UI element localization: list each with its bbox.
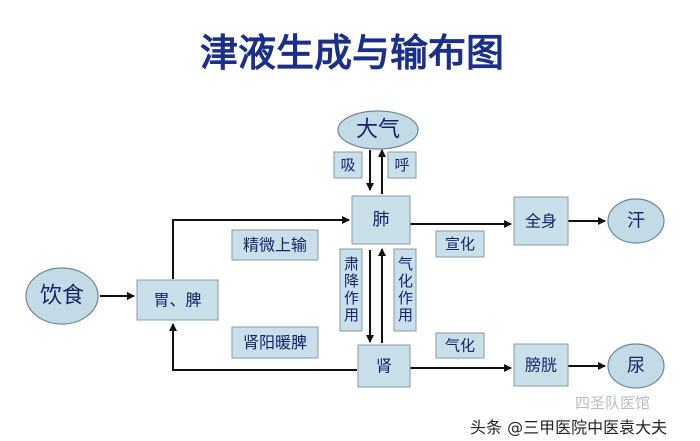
node-shape <box>435 332 485 359</box>
node-label: 胃、脾 <box>153 291 201 310</box>
node-qihua: 气化 <box>435 332 485 359</box>
watermark-faint: 四圣队医馆 <box>575 394 650 412</box>
node-shape <box>337 110 419 150</box>
node-shape <box>393 248 417 332</box>
node-shape <box>607 343 665 389</box>
node-label: 气化 <box>445 337 475 355</box>
watermark: 头条 @三甲医院中医袁大夫 <box>470 418 667 437</box>
node-label: 呼 <box>394 156 409 174</box>
node-xuanhua: 宣化 <box>435 230 485 258</box>
node-hu: 呼 <box>387 151 417 179</box>
flow-arrow <box>172 216 350 279</box>
node-han: 汗 <box>607 198 665 244</box>
node-shape <box>231 326 319 359</box>
flow-arrow <box>169 323 357 371</box>
node-xi: 吸 <box>333 151 363 179</box>
node-shenyang: 肾阳暖脾 <box>231 326 319 359</box>
node-fei: 肺 <box>351 195 411 245</box>
node-shape <box>231 229 319 261</box>
node-quanshen: 全身 <box>513 196 569 246</box>
node-qihua-v-label: 气化作用 <box>396 256 414 324</box>
node-label: 肺 <box>373 210 390 230</box>
node-shape <box>513 343 569 387</box>
node-shape <box>435 230 485 258</box>
node-label: 饮食 <box>40 284 84 309</box>
node-label: 全身 <box>525 212 557 231</box>
node-shape <box>339 248 363 332</box>
node-shape <box>357 344 411 388</box>
node-label: 汗 <box>627 211 645 232</box>
node-label: 膀胱 <box>525 356 557 375</box>
node-label: 大气 <box>356 118 400 143</box>
node-daqi: 大气 <box>337 110 419 150</box>
node-label: 吸 <box>340 156 355 174</box>
node-shape <box>25 267 99 325</box>
node-label: 肾 <box>376 357 392 376</box>
node-label: 尿 <box>627 356 645 377</box>
node-sujiang <box>339 248 363 332</box>
diagram-title: 津液生成与输布图 <box>200 30 504 75</box>
node-shape <box>136 279 219 321</box>
node-shape <box>351 195 411 245</box>
node-shape <box>607 198 665 244</box>
node-label: 精微上输 <box>243 236 307 255</box>
node-label: 宣化 <box>445 235 475 253</box>
node-niao: 尿 <box>607 343 665 389</box>
node-sujiang-label: 肃降作用 <box>342 256 360 324</box>
node-label: 肾阳暖脾 <box>243 333 307 352</box>
node-yinshi: 饮食 <box>25 267 99 325</box>
node-shape <box>513 196 569 246</box>
node-shape <box>387 151 417 179</box>
node-shen: 肾 <box>357 344 411 388</box>
node-qihua_v <box>393 248 417 332</box>
node-jingwei: 精微上输 <box>231 229 319 261</box>
node-weipi: 胃、脾 <box>136 279 219 321</box>
node-pangguang: 膀胱 <box>513 343 569 387</box>
node-shape <box>333 151 363 179</box>
